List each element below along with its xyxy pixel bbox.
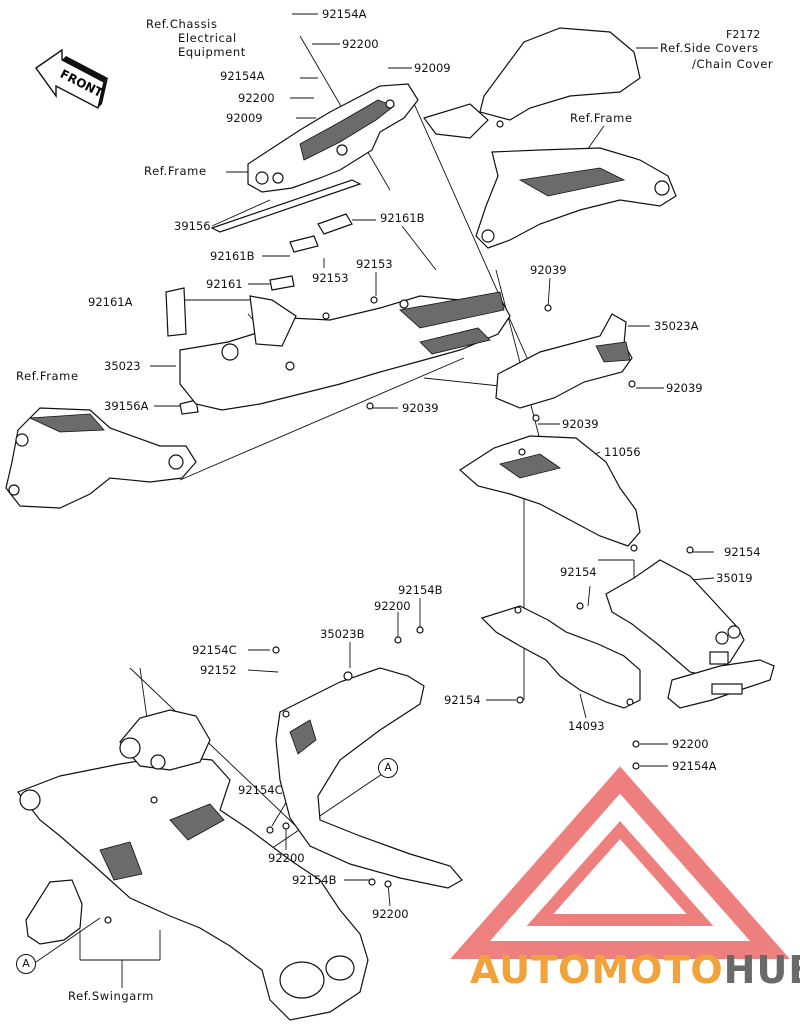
upper-bracket-assembly bbox=[247, 83, 419, 193]
front-arrow-icon: FRONT bbox=[35, 48, 108, 110]
pad-parts bbox=[165, 179, 362, 415]
watermark-part3: HUB bbox=[723, 948, 800, 992]
label-92200-bottom-2: 92200 bbox=[372, 907, 409, 921]
right-frame-upper bbox=[475, 147, 677, 249]
label-92154a-left: 92154A bbox=[220, 69, 265, 83]
label-92039-middle: 92039 bbox=[402, 401, 439, 415]
label-ref-chassis-line1: Ref.Chassis bbox=[146, 17, 218, 31]
label-92009-left: 92009 bbox=[226, 111, 263, 125]
label-92153-a: 92153 bbox=[356, 257, 393, 271]
label-ref-chassis-line2: Electrical bbox=[178, 31, 237, 45]
label-ref-frame-middle: Ref.Frame bbox=[144, 164, 207, 178]
label-92152: 92152 bbox=[200, 663, 237, 677]
label-ref-frame-left: Ref.Frame bbox=[16, 369, 79, 383]
label-35023: 35023 bbox=[104, 359, 141, 373]
label-ref-chain-cover: /Chain Cover bbox=[692, 57, 774, 71]
license-bracket-35019 bbox=[576, 546, 775, 709]
watermark-logo bbox=[450, 766, 790, 959]
label-92154-middle: 92154 bbox=[560, 565, 597, 579]
label-92154b-bottom: 92154B bbox=[292, 873, 337, 887]
label-92161b-left: 92161B bbox=[210, 249, 255, 263]
left-frame bbox=[5, 407, 197, 509]
leader-lines bbox=[35, 13, 715, 988]
watermark-text: AUTOMOTOHUB bbox=[470, 948, 800, 992]
label-39156a: 39156A bbox=[104, 399, 149, 413]
undertray-main bbox=[179, 291, 552, 411]
label-92154-right: 92154 bbox=[724, 545, 761, 559]
label-35023b: 35023B bbox=[320, 627, 365, 641]
label-92039-right: 92039 bbox=[666, 381, 703, 395]
label-92154b-top: 92154B bbox=[398, 583, 443, 597]
label-11056: 11056 bbox=[604, 445, 641, 459]
label-92154c-top: 92154C bbox=[192, 643, 237, 657]
label-92154a-right: 92154A bbox=[672, 759, 717, 773]
label-ref-frame-right: Ref.Frame bbox=[570, 111, 633, 125]
label-92161: 92161 bbox=[206, 277, 243, 291]
figure-code: F2172 bbox=[726, 28, 761, 41]
label-92161a: 92161A bbox=[88, 295, 133, 309]
label-92200-top: 92200 bbox=[342, 37, 379, 51]
swingarm bbox=[17, 709, 369, 1021]
watermark-part2: MOTO bbox=[591, 948, 724, 992]
label-14093: 14093 bbox=[568, 719, 605, 733]
label-92153-b: 92153 bbox=[312, 271, 349, 285]
inner-fender-14093 bbox=[480, 605, 641, 770]
rear-bracket-11056 bbox=[459, 435, 641, 552]
side-fairing-35023a bbox=[495, 313, 636, 422]
label-ref-swingarm: Ref.Swingarm bbox=[68, 989, 154, 1003]
label-92161b-right: 92161B bbox=[380, 211, 425, 225]
label-ref-side-covers: Ref.Side Covers bbox=[660, 41, 759, 55]
label-92200-right: 92200 bbox=[672, 737, 709, 751]
side-cover-35023b bbox=[266, 626, 463, 889]
label-92154c-bottom: 92154C bbox=[238, 783, 283, 797]
watermark-part1: AUTO bbox=[470, 948, 592, 992]
label-92200-bottom-1: 92200 bbox=[268, 851, 305, 865]
callout-a-upper: A bbox=[378, 758, 398, 778]
label-92039-top: 92039 bbox=[530, 263, 567, 277]
label-ref-chassis-line3: Equipment bbox=[178, 45, 246, 59]
label-92200-left: 92200 bbox=[238, 91, 275, 105]
label-35019: 35019 bbox=[716, 571, 753, 585]
label-92039-bottom: 92039 bbox=[562, 417, 599, 431]
label-92154-left: 92154 bbox=[444, 693, 481, 707]
side-cover-upper-right bbox=[423, 27, 641, 139]
callout-a-lower: A bbox=[16, 954, 36, 974]
label-39156: 39156 bbox=[174, 219, 211, 233]
label-92200-middle: 92200 bbox=[374, 599, 411, 613]
label-92009-right: 92009 bbox=[414, 61, 451, 75]
label-35023a: 35023A bbox=[654, 319, 699, 333]
label-92154a-top: 92154A bbox=[322, 7, 367, 21]
